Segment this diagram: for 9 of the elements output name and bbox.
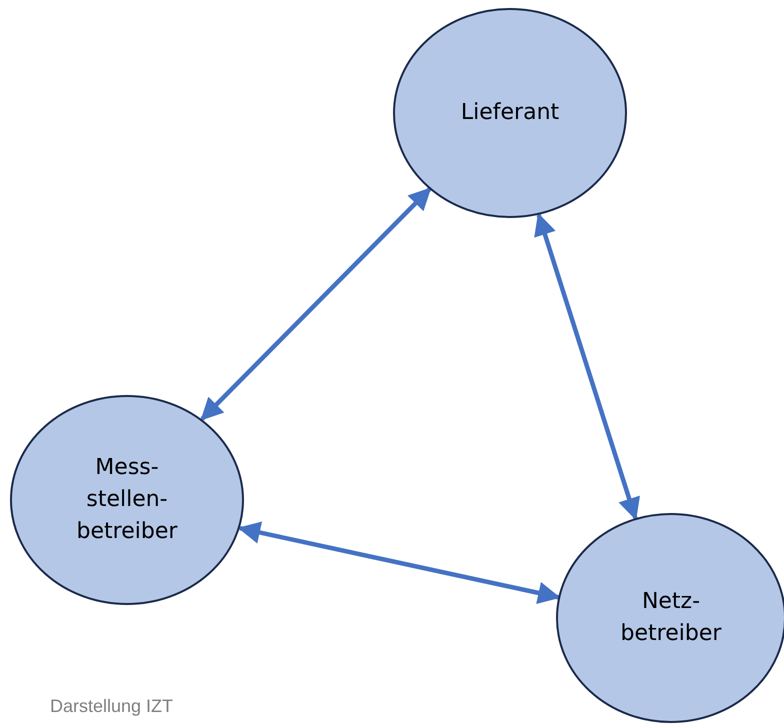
entity-circle [393, 8, 627, 218]
node-label: Lieferant [460, 99, 560, 128]
double-arrow [238, 522, 561, 604]
double-arrow [534, 212, 640, 520]
source-caption: Darstellung IZT [50, 696, 174, 717]
double-arrow [200, 187, 432, 421]
node-label: Mess- stellen- betreiber [76, 454, 178, 546]
node-label: Netz- betreiber [620, 588, 722, 648]
entity-circle [10, 395, 244, 605]
